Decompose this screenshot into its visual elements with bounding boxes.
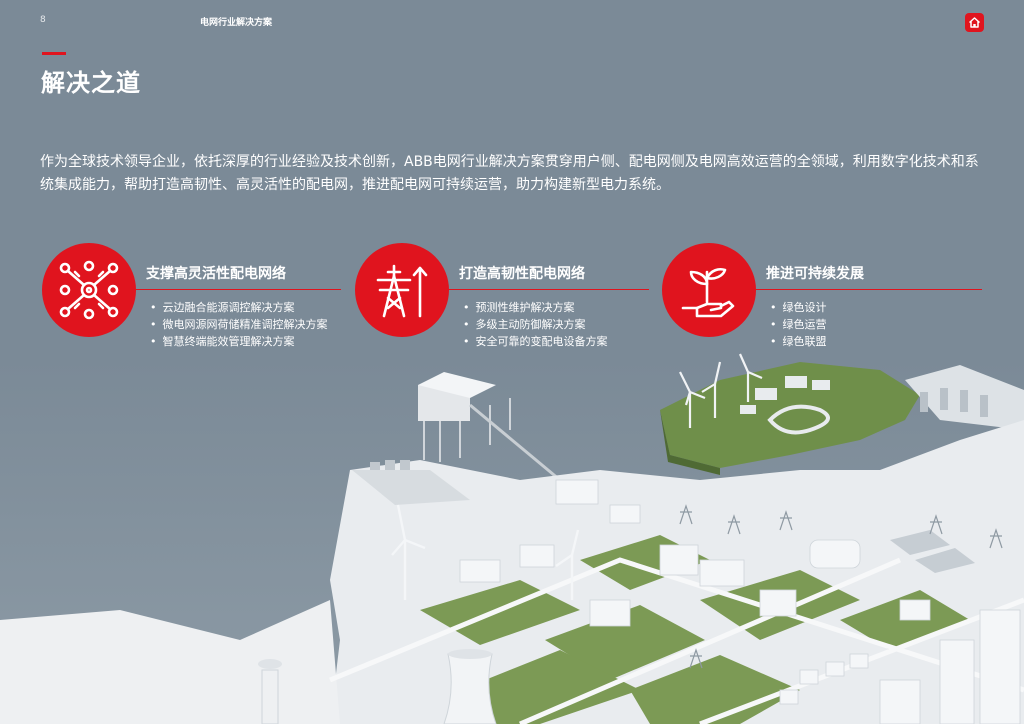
pillar-sustainable-development: 推进可持续发展 绿色设计 绿色运营 绿色联盟	[662, 243, 982, 353]
pillar-list: 云边融合能源调控解决方案 微电网源网荷储精准调控解决方案 智慧终端能效管理解决方…	[150, 299, 328, 350]
list-item: 预测性维护解决方案	[463, 299, 608, 316]
title-accent-bar	[42, 52, 66, 55]
pillar-divider	[136, 289, 341, 290]
pillar-icon-badge	[355, 243, 449, 337]
list-item: 微电网源网荷储精准调控解决方案	[150, 316, 328, 333]
pillar-divider	[756, 289, 982, 290]
list-item: 安全可靠的变配电设备方案	[463, 333, 608, 350]
transmission-tower-icon	[376, 264, 428, 318]
page-number: 8	[40, 15, 46, 25]
pillar-resilient-grid: 打造高韧性配电网络 预测性维护解决方案 多级主动防御解决方案 安全可靠的变配电设…	[355, 243, 655, 353]
page-title: 解决之道	[41, 69, 141, 97]
list-item: 智慧终端能效管理解决方案	[150, 333, 328, 350]
pillar-icon-badge	[42, 243, 136, 337]
list-item: 多级主动防御解决方案	[463, 316, 608, 333]
pillar-flexible-grid: 支撑高灵活性配电网络 云边融合能源调控解决方案 微电网源网荷储精准调控解决方案 …	[42, 243, 342, 353]
list-item: 云边融合能源调控解决方案	[150, 299, 328, 316]
pillar-list: 预测性维护解决方案 多级主动防御解决方案 安全可靠的变配电设备方案	[463, 299, 608, 350]
pillar-title: 推进可持续发展	[766, 266, 864, 282]
pillar-list: 绿色设计 绿色运营 绿色联盟	[770, 299, 827, 350]
pillar-title: 打造高韧性配电网络	[459, 266, 585, 282]
home-icon	[968, 17, 981, 28]
network-nodes-icon	[59, 260, 119, 320]
intro-paragraph: 作为全球技术领导企业，依托深厚的行业经验及技术创新，ABB电网行业解决方案贯穿用…	[40, 154, 979, 193]
pillar-icon-badge	[662, 243, 756, 337]
list-item: 绿色设计	[770, 299, 827, 316]
list-item: 绿色联盟	[770, 333, 827, 350]
pillar-divider	[449, 289, 649, 290]
list-item: 绿色运营	[770, 316, 827, 333]
home-button[interactable]	[965, 13, 984, 32]
sprout-hand-icon	[681, 267, 735, 318]
pillar-title: 支撑高灵活性配电网络	[146, 266, 286, 282]
header-section-title: 电网行业解决方案	[200, 18, 273, 28]
